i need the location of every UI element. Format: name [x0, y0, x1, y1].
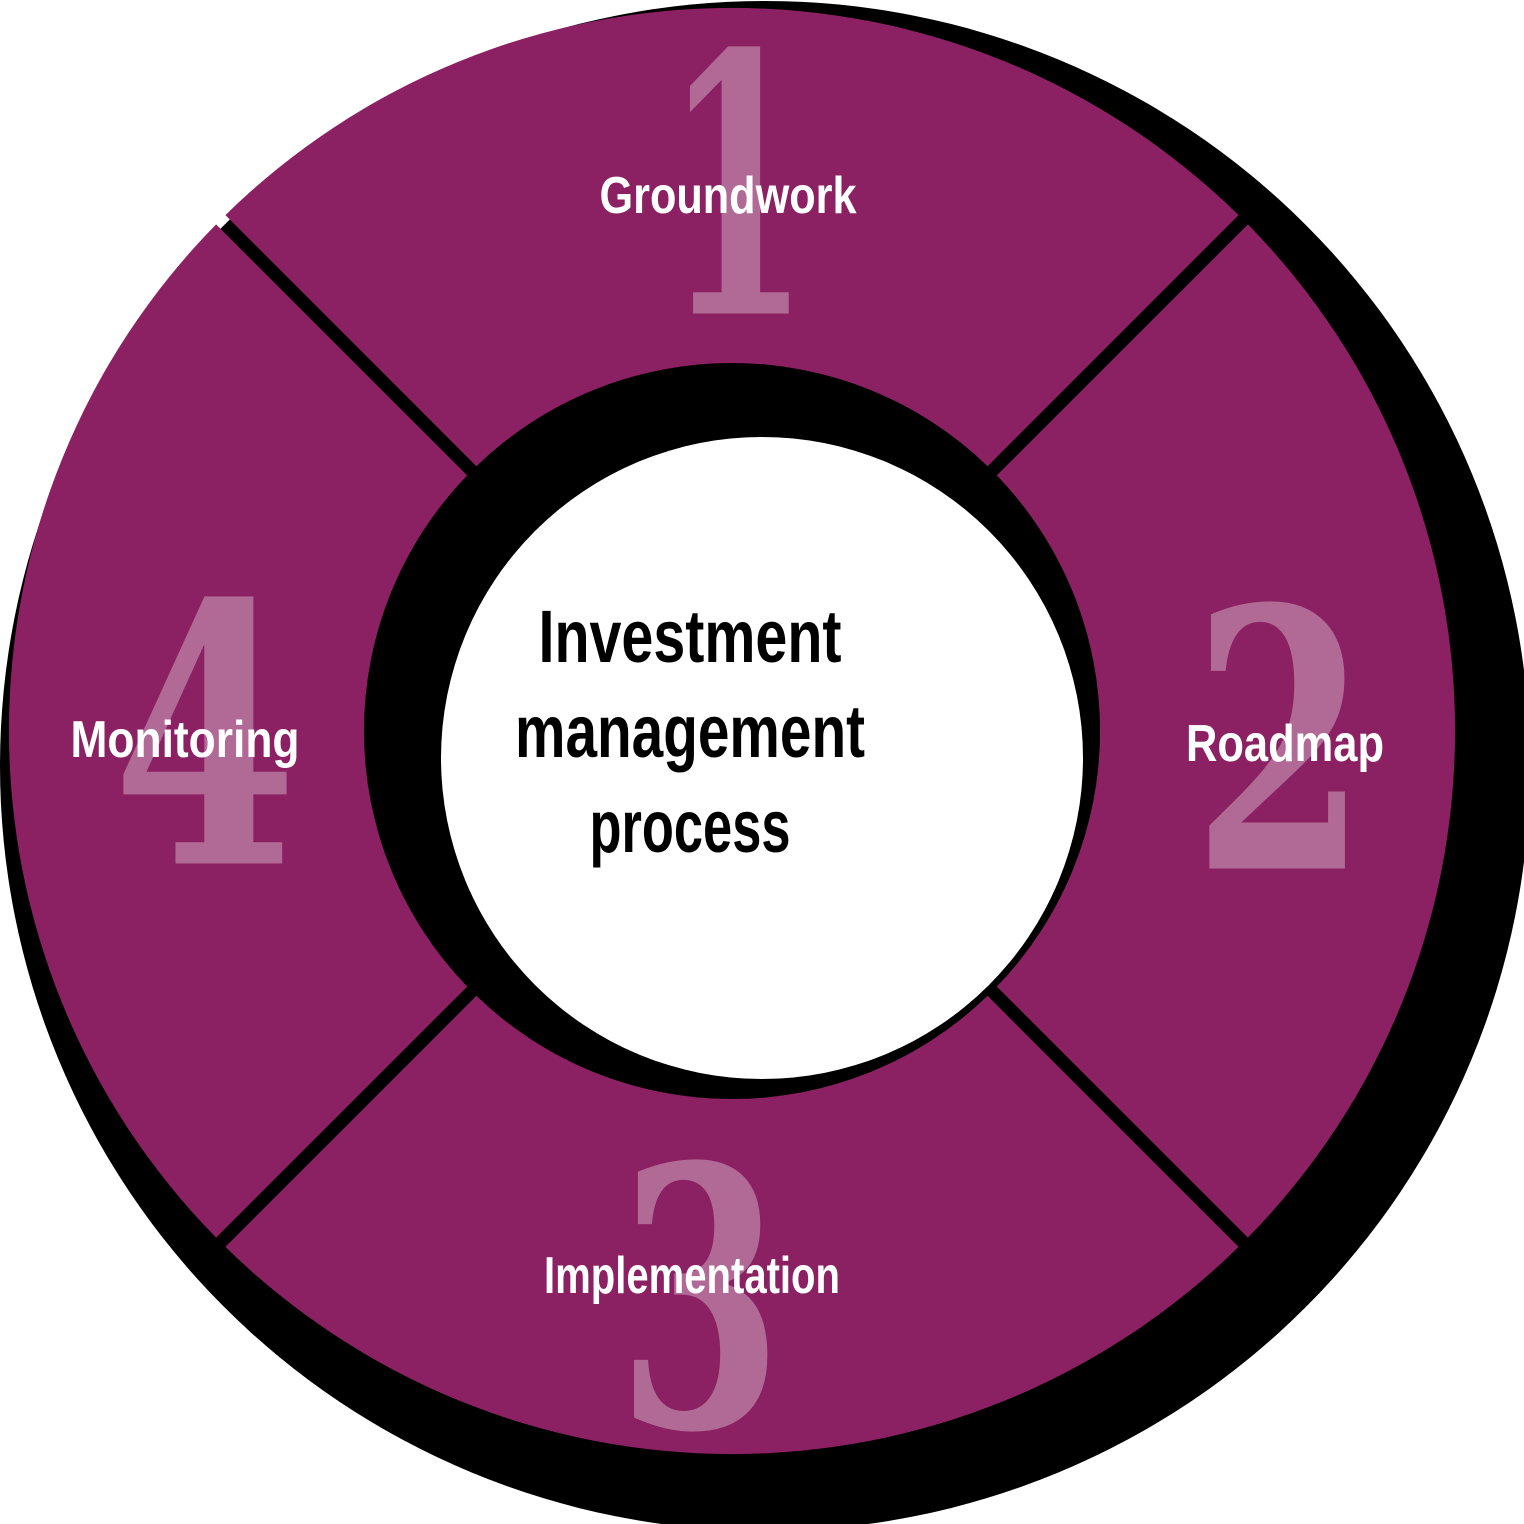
- segment-label-implementation: Implementation: [544, 1247, 840, 1305]
- center-title-line1: Investment: [539, 595, 842, 678]
- segment-numbers: 1 2 3 4: [113, 0, 1368, 1512]
- segment-number-2: 2: [1193, 531, 1368, 954]
- center-hub-circle: [441, 437, 1083, 1079]
- segment-number-4: 4: [113, 526, 298, 949]
- ring-segments: [8, 7, 1456, 1455]
- segment-implementation: [225, 995, 1239, 1455]
- segment-number-3: 3: [618, 1089, 783, 1512]
- segment-monitoring: [8, 224, 468, 1238]
- segment-label-roadmap: Roadmap: [1186, 715, 1384, 773]
- center-title: Investment management process: [515, 595, 865, 868]
- segment-labels: Groundwork Roadmap Implementation Monito…: [71, 167, 1385, 1305]
- segment-number-1: 1: [665, 0, 810, 399]
- segment-label-monitoring: Monitoring: [71, 711, 300, 769]
- segment-groundwork: [225, 7, 1239, 467]
- segment-roadmap: [996, 224, 1456, 1238]
- center-title-line3: process: [590, 785, 791, 868]
- segment-label-groundwork: Groundwork: [600, 167, 857, 225]
- center-title-line2: management: [515, 690, 865, 773]
